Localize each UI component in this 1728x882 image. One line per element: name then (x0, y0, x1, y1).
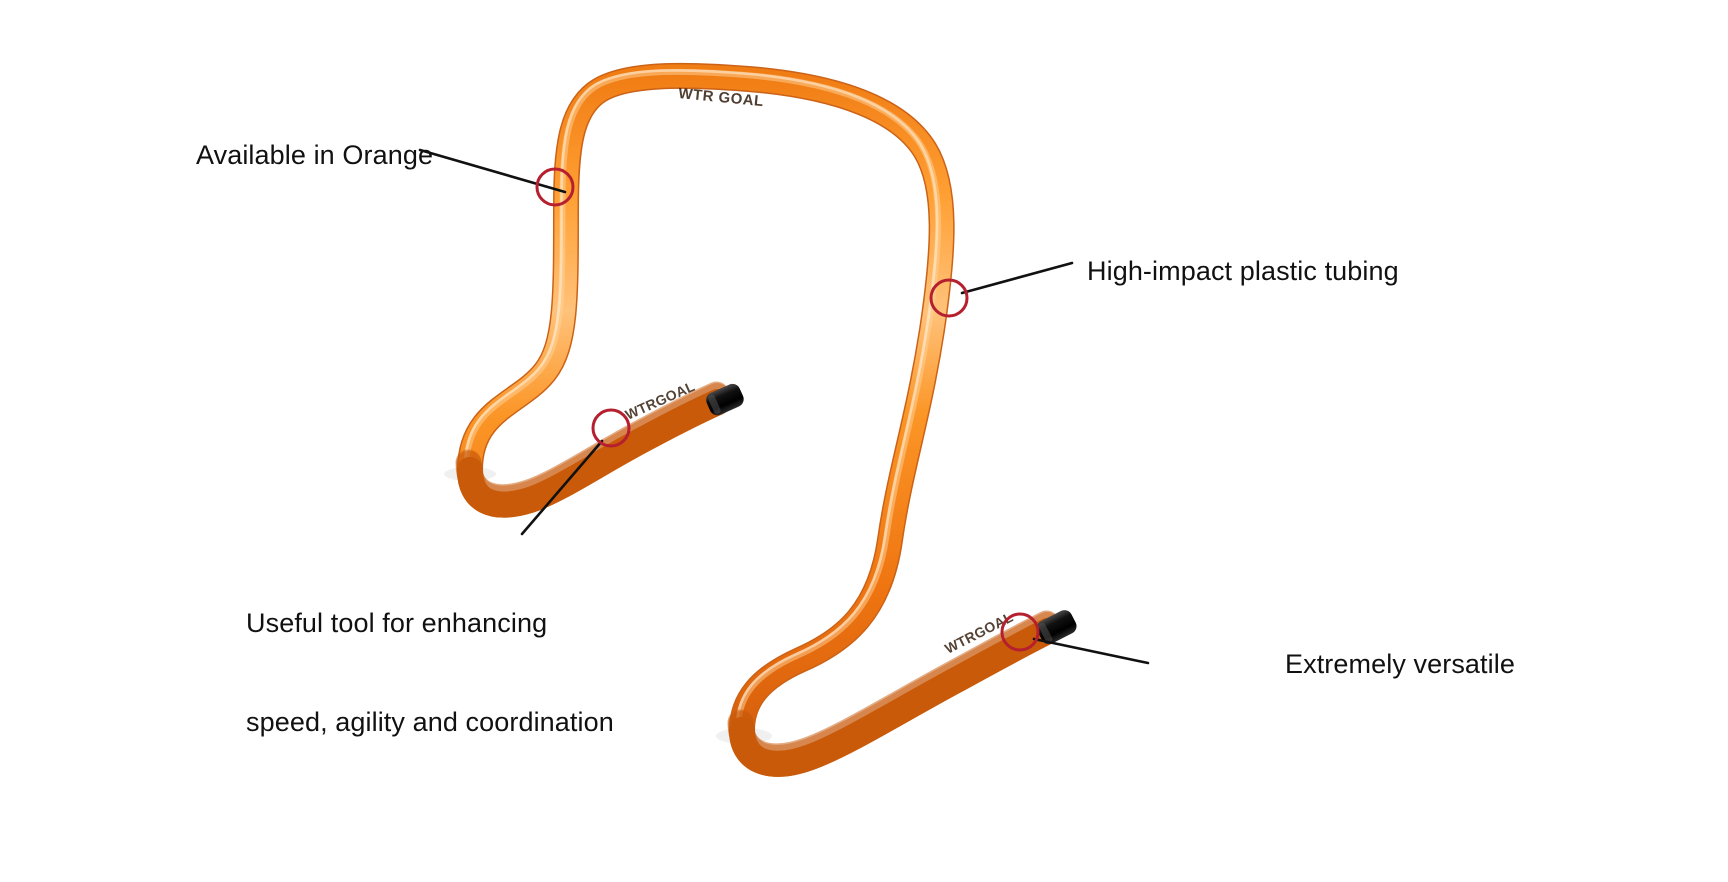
callout-available-in-orange (418, 148, 575, 207)
leader-line (520, 439, 604, 536)
leader-line (1032, 637, 1150, 665)
callout-marker-ring (535, 167, 575, 207)
callout-layer (418, 148, 1150, 665)
callout-label-extremely-versatile: Extremely versatile (1285, 649, 1515, 679)
callout-high-impact-plastic-tubing (929, 261, 1074, 318)
callout-label-useful-tool: Useful tool for enhancing speed, agility… (246, 541, 614, 805)
callout-useful-tool-speed-agility (520, 408, 631, 536)
callout-marker-ring (1000, 612, 1040, 652)
hurdle-foot-right: WTRGOAL (741, 609, 1077, 763)
callout-marker-ring (591, 408, 631, 448)
callout-label-useful-tool-line2: speed, agility and coordination (246, 707, 614, 737)
callout-marker-ring (929, 278, 969, 318)
callout-label-high-impact-plastic-tubing: High-impact plastic tubing (1087, 256, 1399, 286)
leader-line (418, 148, 567, 194)
callout-extremely-versatile (1000, 612, 1150, 665)
leader-line (960, 261, 1074, 295)
callout-label-useful-tool-line1: Useful tool for enhancing (246, 608, 548, 638)
callout-label-available-in-orange: Available in Orange (196, 140, 434, 170)
